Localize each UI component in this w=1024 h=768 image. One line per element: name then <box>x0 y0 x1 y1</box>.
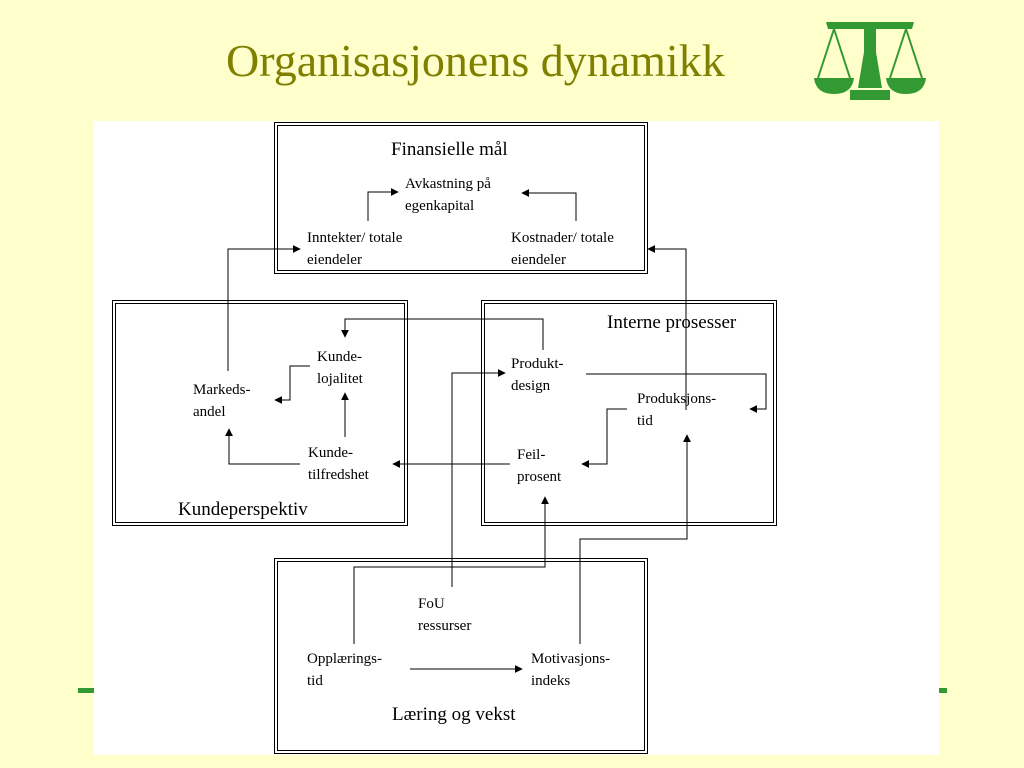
node-avkastning-line1: Avkastning på <box>405 176 491 192</box>
arrow-markedsandel-to-inntekter <box>227 245 301 371</box>
arrow-produksjonstid-to-feilprosent <box>581 408 627 468</box>
node-inntekter-line2: eiendeler <box>307 252 362 268</box>
node-opplaering-line1: Opplærings- <box>307 651 382 667</box>
box-laering-og-vekst <box>274 558 648 754</box>
node-avkastning-line2: egenkapital <box>405 198 475 214</box>
node-feilprosent: Feil- prosent <box>517 444 561 488</box>
arrow-produktdesign-to-produksjonstid <box>586 373 767 413</box>
node-kostnader-line2: eiendeler <box>511 252 566 268</box>
box-finansielle-maal <box>274 122 648 274</box>
node-lojalitet-line1: Kunde- <box>317 349 362 365</box>
node-lojalitet-line2: lojalitet <box>317 371 363 387</box>
node-opplaeringstid: Opplærings- tid <box>307 648 382 692</box>
node-fou-line1: FoU <box>418 596 445 612</box>
node-inntekter-line1: Inntekter/ totale <box>307 230 403 246</box>
diagram-panel <box>94 121 939 755</box>
node-feilprosent-line1: Feil- <box>517 447 546 463</box>
box-interne-prosesser <box>481 300 777 526</box>
node-feilprosent-line2: prosent <box>517 469 562 485</box>
arrow-inntekter-to-avkastning <box>367 188 399 221</box>
kundeperspektiv-title: Kundeperspektiv <box>178 499 308 520</box>
node-inntekter: Inntekter/ totale eiendeler <box>307 227 402 271</box>
laering-og-vekst-title: Læring og vekst <box>392 704 516 725</box>
node-kunde-tilfredshet: Kunde- tilfredshet <box>308 442 369 486</box>
arrow-fou-to-produktdesign <box>451 369 506 587</box>
node-kostnader: Kostnader/ totale eiendeler <box>511 227 614 271</box>
interne-prosesser-title: Interne prosesser <box>607 312 737 333</box>
slide-title: Organisasjonens dynamikk <box>226 35 725 86</box>
node-opplaering-line2: tid <box>307 673 323 689</box>
node-kostnader-line1: Kostnader/ totale <box>511 230 614 246</box>
box-kundeperspektiv <box>112 300 408 526</box>
arrow-produksjonstid-to-kostnader <box>647 245 687 410</box>
node-markedsandel: Markeds- andel <box>193 379 250 423</box>
accent-line-left <box>78 688 96 693</box>
arrow-motivasjon-to-produksjonstid <box>579 434 691 644</box>
accent-line-right <box>938 688 947 693</box>
scales-of-justice-icon <box>812 16 928 111</box>
arrow-produktdesign-to-lojalitet <box>341 318 544 350</box>
arrow-tilfredshet-to-markedsandel <box>225 428 300 465</box>
node-motivasjonsindeks: Motivasjons- indeks <box>531 648 610 692</box>
node-produktdesign-line1: Produkt- <box>511 356 564 372</box>
node-fou-line2: ressurser <box>418 618 472 634</box>
node-kunde-lojalitet: Kunde- lojalitet <box>317 346 363 390</box>
node-motivasjon-line2: indeks <box>531 673 571 689</box>
node-produktdesign: Produkt- design <box>511 353 564 397</box>
arrow-lojalitet-to-markedsandel <box>274 365 310 404</box>
arrow-opplaering-to-feilprosent <box>353 496 549 644</box>
finansielle-maal-title: Finansielle mål <box>391 139 508 160</box>
node-tilfredshet-line2: tilfredshet <box>308 467 369 483</box>
node-produktdesign-line2: design <box>511 378 551 394</box>
arrow-kostnader-to-avkastning <box>521 189 577 221</box>
node-markedsandel-line1: Markeds- <box>193 382 251 398</box>
node-produksjonstid: Produksjons- tid <box>637 388 716 432</box>
node-produksjonstid-line2: tid <box>637 413 653 429</box>
node-motivasjon-line1: Motivasjons- <box>531 651 611 667</box>
node-tilfredshet-line1: Kunde- <box>308 445 353 461</box>
node-produksjonstid-line1: Produksjons- <box>637 391 717 407</box>
node-markedsandel-line2: andel <box>193 404 226 420</box>
node-avkastning: Avkastning på egenkapital <box>405 173 491 217</box>
node-fou-ressurser: FoU ressurser <box>418 593 471 637</box>
